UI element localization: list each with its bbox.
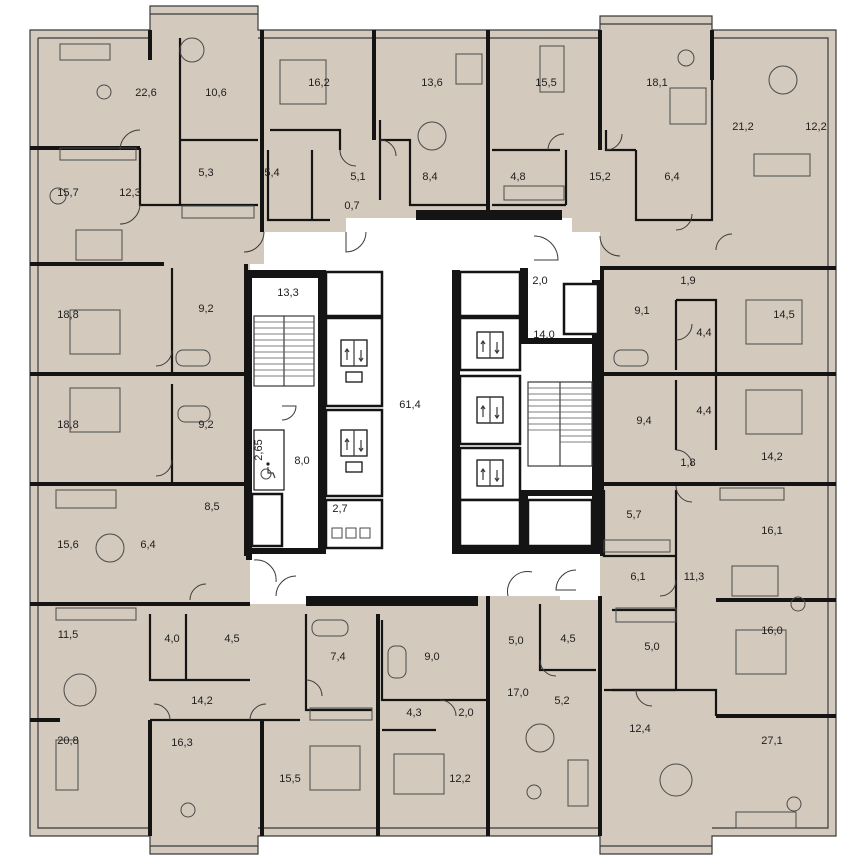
room-area-label: 15,6 (57, 539, 78, 551)
room-area-label: 4,4 (696, 405, 711, 417)
room-area-label: 15,5 (279, 773, 300, 785)
room-area-label: 14,5 (773, 309, 794, 321)
room-area-label: 12,3 (119, 187, 140, 199)
room-area-label: 8,4 (422, 171, 437, 183)
doors (119, 129, 733, 721)
room-area-label: 5,3 (198, 167, 213, 179)
elevator-icon (340, 429, 368, 473)
room-area-label: 9,0 (424, 651, 439, 663)
room-area-label: 11,3 (684, 571, 705, 583)
room-area-label: 18,1 (646, 77, 667, 89)
room-area-label: 18,8 (57, 419, 78, 431)
room-area-label: 12,2 (805, 121, 826, 133)
elevator-icon (476, 459, 504, 487)
room-area-label: 4,5 (224, 633, 239, 645)
room-area-labels: 22,6 10,6 16,2 13,6 15,5 18,1 21,2 12,2 15,7 12,3… (57, 77, 826, 785)
room-area-label: 1,8 (680, 457, 695, 469)
room-area-label: 14,2 (761, 451, 782, 463)
room-area-label: 4,8 (510, 171, 525, 183)
room-area-label: 2,0 (458, 707, 473, 719)
room-area-label: 16,2 (308, 77, 329, 89)
room-area-label: 2,65 (253, 439, 265, 460)
room-area-label: 17,0 (507, 687, 528, 699)
room-area-label: 16,1 (761, 525, 782, 537)
room-area-label: 4,5 (560, 633, 575, 645)
room-area-label: 6,4 (140, 539, 155, 551)
room-area-label: 7,4 (330, 651, 345, 663)
room-area-label: 22,6 (135, 87, 156, 99)
room-area-label: 6,1 (630, 571, 645, 583)
room-area-label: 2,0 (532, 275, 547, 287)
room-area-label: 4,0 (164, 633, 179, 645)
room-area-label: 14,0 (533, 329, 554, 341)
room-area-label: 12,4 (629, 723, 650, 735)
room-area-label: 13,3 (277, 287, 298, 299)
room-area-label: 15,2 (589, 171, 610, 183)
room-area-label: 20,8 (57, 735, 78, 747)
room-area-label: 21,2 (732, 121, 753, 133)
room-area-label: 12,2 (449, 773, 470, 785)
room-area-label: 16,3 (171, 737, 192, 749)
room-area-label: 9,1 (634, 305, 649, 317)
room-area-label: 5,1 (350, 171, 365, 183)
room-area-label: 4,4 (696, 327, 711, 339)
room-area-label: 18,8 (57, 309, 78, 321)
room-area-label: 9,4 (636, 415, 651, 427)
room-area-label: 2,7 (332, 503, 347, 515)
room-area-label: 27,1 (761, 735, 782, 747)
room-area-label: 4,3 (406, 707, 421, 719)
room-area-label: 13,6 (421, 77, 442, 89)
room-area-label: 15,7 (57, 187, 78, 199)
room-area-label: 1,9 (680, 275, 695, 287)
room-area-label: 5,7 (626, 509, 641, 521)
room-area-label: 16,0 (761, 625, 782, 637)
staircase-left (253, 315, 315, 387)
elevator-icon (476, 396, 504, 424)
elevator-icon (340, 339, 368, 383)
room-area-label: 6,4 (664, 171, 679, 183)
room-area-label: 5,0 (508, 635, 523, 647)
room-area-label: 10,6 (205, 87, 226, 99)
room-area-label: 9,2 (198, 303, 213, 315)
room-area-label: 14,2 (191, 695, 212, 707)
room-area-label: 8,5 (204, 501, 219, 513)
room-area-label: 15,5 (535, 77, 556, 89)
elevator-shaft (458, 374, 522, 446)
facade (29, 5, 837, 855)
wheelchair-icon (260, 462, 276, 480)
elevator-icons (340, 331, 504, 487)
room-area-label: 5,0 (644, 641, 659, 653)
room-area-label: 11,5 (58, 629, 79, 641)
elevator-icon (476, 331, 504, 359)
interior-walls (138, 38, 718, 732)
staircase-right (527, 381, 593, 467)
waste-bins (331, 527, 371, 539)
room-area-label: 8,0 (294, 455, 309, 467)
room-area-label: 61,4 (399, 399, 420, 411)
furniture (49, 37, 811, 829)
room-area-label: 9,2 (198, 419, 213, 431)
room-area-label: 5,4 (264, 167, 279, 179)
room-area-label: 5,2 (554, 695, 569, 707)
core-structure (246, 210, 602, 606)
room-area-label: 0,7 (344, 200, 359, 212)
accessible-space (253, 429, 285, 491)
